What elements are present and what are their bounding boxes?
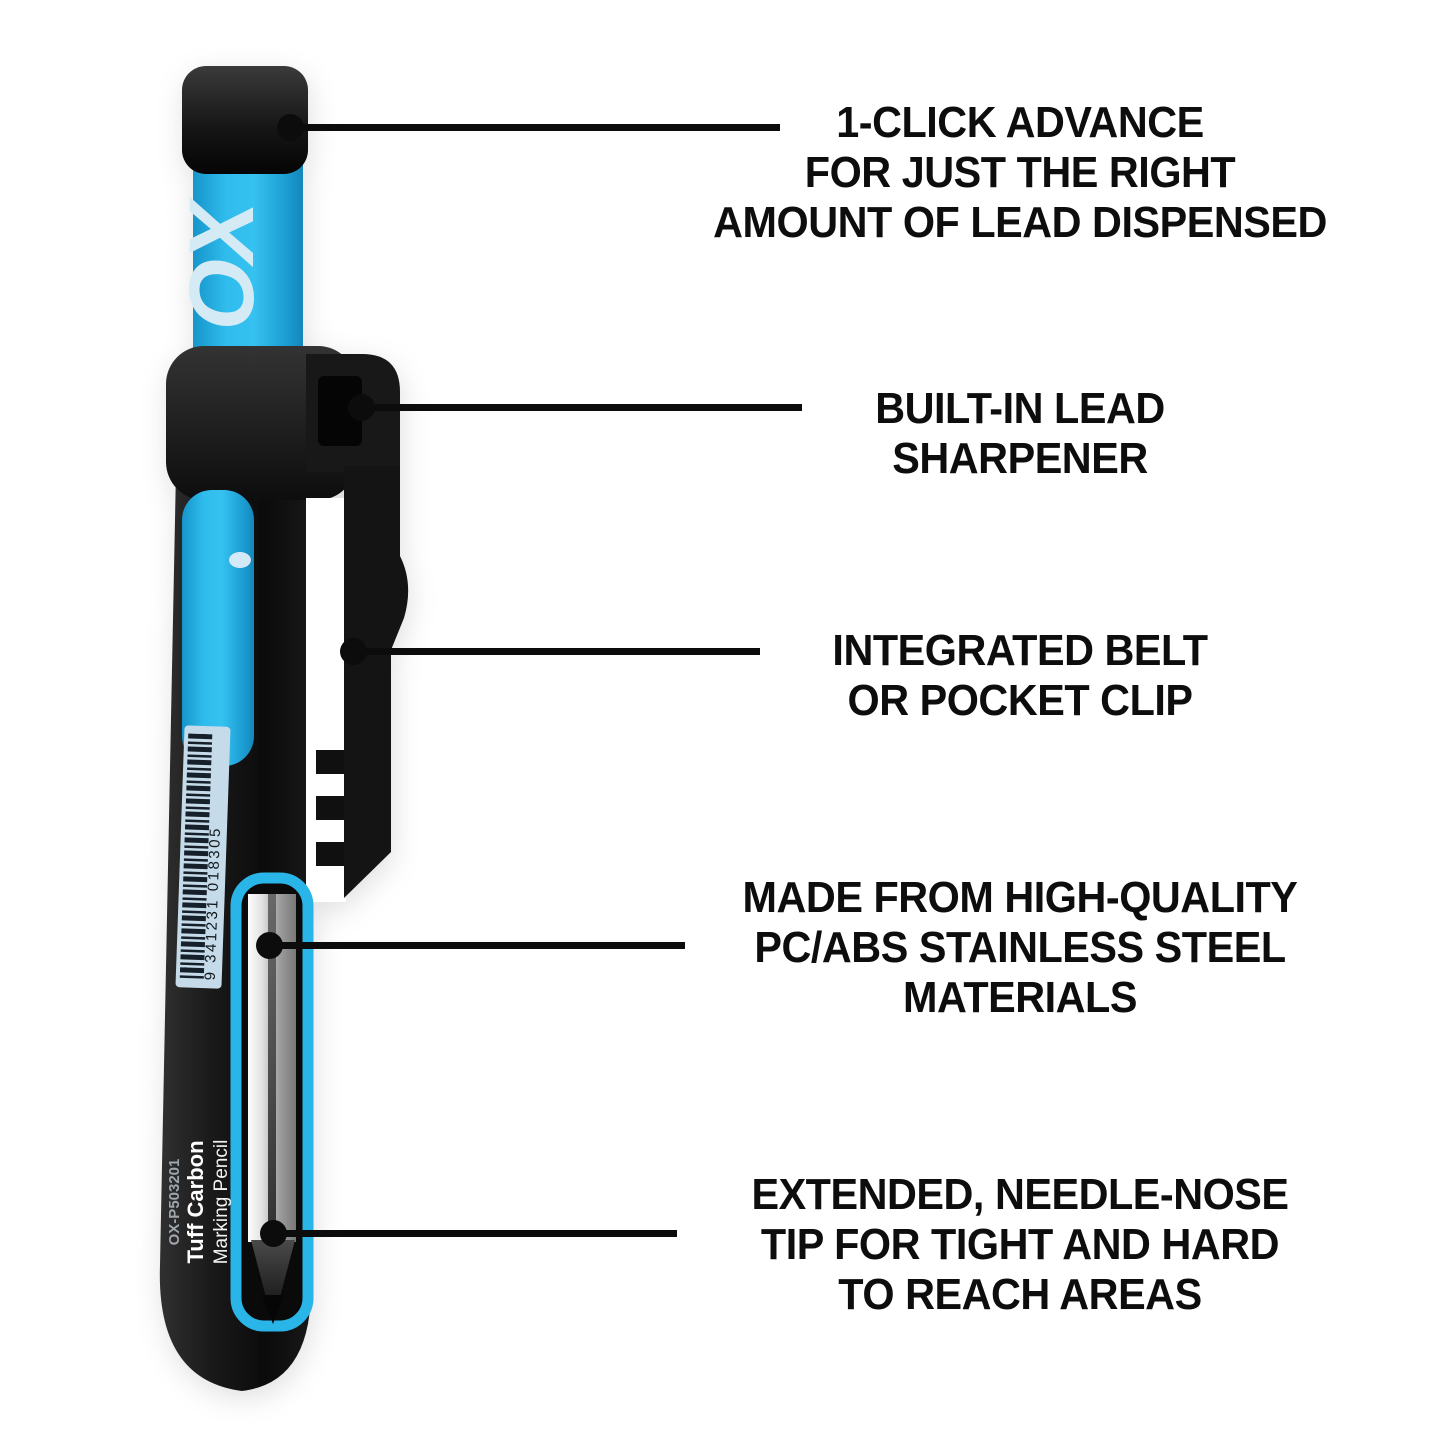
pocket-clip bbox=[344, 466, 409, 898]
clip-gap bbox=[306, 498, 346, 902]
clip-rib bbox=[316, 796, 344, 820]
callout-text-line: MATERIALS bbox=[903, 973, 1137, 1022]
callout-line-materials bbox=[256, 931, 685, 959]
callout-label-lead-sharpener: BUILT-IN LEAD SHARPENER bbox=[691, 384, 1349, 484]
grip-blue-window bbox=[182, 490, 254, 766]
callout-text-line: EXTENDED, NEEDLE-NOSE bbox=[751, 1170, 1289, 1219]
callout-text-line: OR POCKET CLIP bbox=[847, 676, 1193, 725]
callout-line-needle-tip bbox=[260, 1219, 677, 1247]
clip-rib bbox=[316, 750, 344, 774]
clip-rib bbox=[316, 842, 344, 866]
callout-line-click-advance bbox=[277, 113, 780, 141]
callout-label-belt-clip: INTEGRATED BELT OR POCKET CLIP bbox=[691, 626, 1349, 726]
barcode-bars bbox=[179, 733, 213, 981]
barcode-number: 9 341231 018305 bbox=[202, 826, 224, 981]
callout-label-click-advance: 1-CLICK ADVANCE FOR JUST THE RIGHT AMOUN… bbox=[691, 98, 1349, 248]
callout-text-line: 1-CLICK ADVANCE bbox=[836, 98, 1204, 147]
product-print: OX-P503201 Tuff Carbon Marking Pencil bbox=[166, 1140, 232, 1265]
sharpener-recess bbox=[318, 376, 362, 446]
callout-line-lead-sharpener bbox=[348, 393, 802, 421]
needle-nose-cone bbox=[251, 1240, 295, 1324]
needle-nose-tip bbox=[262, 1295, 284, 1324]
callout-text-line: INTEGRATED BELT bbox=[832, 626, 1208, 675]
lead-core bbox=[268, 894, 276, 1242]
callout-label-needle-tip: EXTENDED, NEEDLE-NOSE TIP FOR TIGHT AND … bbox=[691, 1170, 1349, 1320]
callout-text-line: AMOUNT OF LEAD DISPENSED bbox=[713, 198, 1327, 247]
callout-text-line: TO REACH AREAS bbox=[838, 1270, 1202, 1319]
callout-line-belt-clip bbox=[340, 637, 760, 665]
callout-text-line: SHARPENER bbox=[892, 434, 1148, 483]
callout-text-line: BUILT-IN LEAD bbox=[875, 384, 1165, 433]
callout-text-line: FOR JUST THE RIGHT bbox=[804, 148, 1236, 197]
gloss-highlight bbox=[229, 552, 251, 568]
callout-text-line: PC/ABS STAINLESS STEEL bbox=[754, 923, 1286, 972]
barcode-label: 9 341231 018305 bbox=[175, 725, 231, 989]
callout-text-line: MADE FROM HIGH-QUALITY bbox=[742, 873, 1298, 922]
product-name: Tuff Carbon bbox=[183, 1140, 208, 1263]
click-advance-cap bbox=[182, 66, 308, 174]
callout-label-materials: MADE FROM HIGH-QUALITY PC/ABS STAINLESS … bbox=[691, 873, 1349, 1023]
brand-logo: OX bbox=[171, 197, 273, 331]
product-model-code: OX-P503201 bbox=[166, 1159, 183, 1246]
callout-text-line: TIP FOR TIGHT AND HARD bbox=[760, 1220, 1280, 1269]
product-type: Marking Pencil bbox=[211, 1140, 232, 1265]
pencil-illustration: 9 341231 018305 OX-P503201 Tuff Carbon M… bbox=[159, 66, 409, 1391]
